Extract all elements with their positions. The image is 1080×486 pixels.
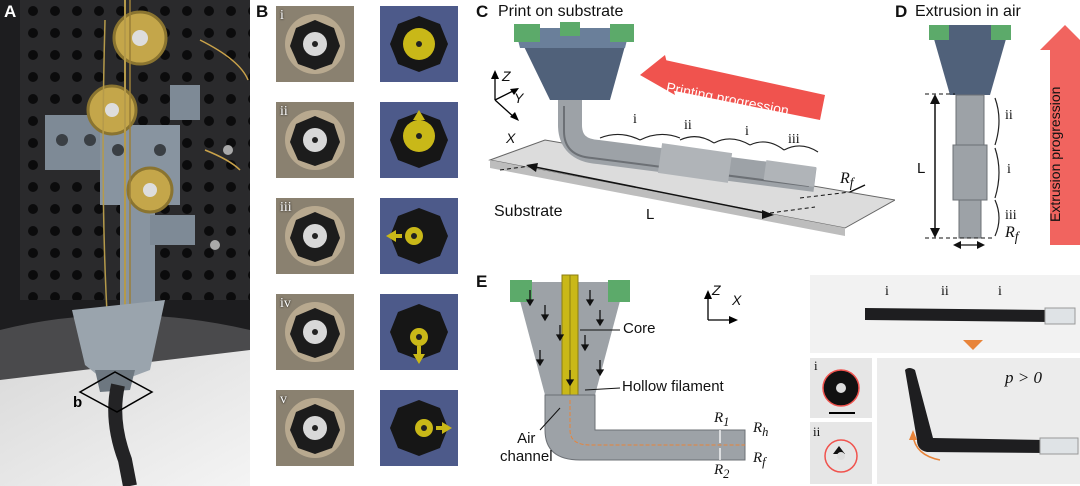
radius-subscript: f — [849, 175, 854, 191]
step-label-ii: ii — [280, 104, 288, 119]
r2-label: R2 — [714, 462, 729, 482]
flow-arrow-head-7 — [595, 369, 605, 377]
inset-f-ii-label: ii — [813, 424, 821, 439]
flow-arrow-head-1 — [540, 314, 550, 322]
axis-y-c: Y — [514, 90, 524, 106]
rf-label: Rf — [753, 450, 766, 470]
segment-c-3: i — [745, 124, 749, 139]
inset-f-i-label: i — [814, 358, 818, 373]
panel-c-title: Print on substrate — [498, 3, 624, 20]
nozzle-render-ii — [380, 102, 458, 178]
substrate-label: Substrate — [494, 203, 563, 220]
axis-x-c: X — [506, 130, 516, 146]
step-label-iv: iv — [280, 296, 291, 311]
segment-d-3: iii — [1005, 208, 1017, 223]
rh-subscript: h — [762, 425, 769, 439]
printer-photo — [0, 0, 250, 486]
flow-arrows — [525, 290, 605, 387]
panel-a: A b — [0, 0, 250, 486]
radius-subscript: f — [1014, 229, 1019, 245]
radius-symbol: R — [1005, 224, 1015, 241]
pressure-label: p > 0 — [1005, 368, 1042, 387]
panel-f-photos — [810, 275, 1080, 484]
flow-arrow-head-2 — [555, 334, 565, 342]
segment-d-1: ii — [1005, 108, 1013, 123]
segment-f-2: ii — [941, 284, 949, 299]
inset-box — [78, 371, 154, 413]
panel-d-diagram — [925, 25, 1080, 249]
step-label-iii: iii — [280, 200, 292, 215]
axis-x-e: X — [732, 292, 742, 308]
panel-a-label: A — [4, 2, 17, 21]
nozzle-photo-iii — [276, 198, 354, 274]
segment-f-3: i — [998, 284, 1002, 299]
segment-f-1: i — [885, 284, 889, 299]
extrusion-progression-text: Extrusion progression — [1047, 86, 1063, 222]
panel-d-label: D — [895, 2, 908, 21]
flow-arrow-head-8 — [565, 379, 575, 387]
flow-arrow-head-5 — [580, 344, 590, 352]
nozzle-render-v — [380, 390, 458, 466]
r1-label: R1 — [714, 410, 729, 430]
panel-c: C Print on substrate — [470, 0, 895, 270]
flow-arrow-head-3 — [585, 299, 595, 307]
panel-c-diagram — [488, 22, 895, 236]
r1-subscript: 1 — [723, 415, 730, 429]
panel-e: E Core Hollow filament Air channel R1 R2… — [470, 270, 800, 486]
radius-symbol: R — [840, 170, 850, 187]
r2-symbol: R — [714, 462, 724, 478]
nozzle-render-iv — [380, 294, 458, 370]
flow-arrow-head-0 — [525, 299, 535, 307]
flow-arrow-head-4 — [595, 319, 605, 327]
nozzle-photo-iv — [276, 294, 354, 370]
rf-subscript: f — [762, 455, 766, 469]
segment-c-2: ii — [684, 118, 692, 133]
length-label-c: L — [646, 206, 655, 223]
segment-c-4: iii — [788, 132, 800, 147]
axis-z-c: Z — [502, 68, 511, 84]
nozzle-photo-v — [276, 390, 354, 466]
panel-e-diagram — [510, 274, 746, 461]
air-label-line2: channel — [500, 448, 553, 465]
hollow-filament-label: Hollow filament — [622, 378, 724, 395]
length-label-d: L — [917, 160, 926, 177]
air-channel-label: Air channel — [500, 430, 553, 466]
panel-d: D Extrusion in air Extrusion progression… — [895, 0, 1080, 270]
nozzle-render-i — [380, 6, 458, 82]
panel-d-title: Extrusion in air — [915, 3, 1021, 20]
panel-e-label: E — [476, 272, 488, 291]
step-label-v: v — [280, 392, 287, 407]
r2-subscript: 2 — [723, 467, 730, 481]
nozzle-render-iii — [380, 198, 458, 274]
inset-label: b — [73, 394, 83, 411]
flow-arrow-head-6 — [535, 359, 545, 367]
rh-label: Rh — [753, 420, 768, 440]
panel-f: F i ii i p > 0 i ii — [805, 270, 1080, 486]
radius-label-c: Rf — [840, 170, 853, 191]
rh-symbol: R — [753, 420, 763, 436]
r1-symbol: R — [714, 410, 724, 426]
air-label-line1: Air — [517, 430, 536, 447]
rf-symbol: R — [753, 450, 763, 466]
segment-c-1: i — [633, 112, 637, 127]
core-label: Core — [623, 320, 656, 337]
panel-b-label: B — [256, 2, 269, 21]
radius-label-d: Rf — [1005, 224, 1018, 245]
step-label-i: i — [280, 8, 284, 23]
panel-c-label: C — [476, 2, 489, 21]
axis-z-e: Z — [712, 282, 721, 298]
nozzle-photo-ii — [276, 102, 354, 178]
nozzle-photo-i — [276, 6, 354, 82]
segment-d-2: i — [1007, 162, 1011, 177]
